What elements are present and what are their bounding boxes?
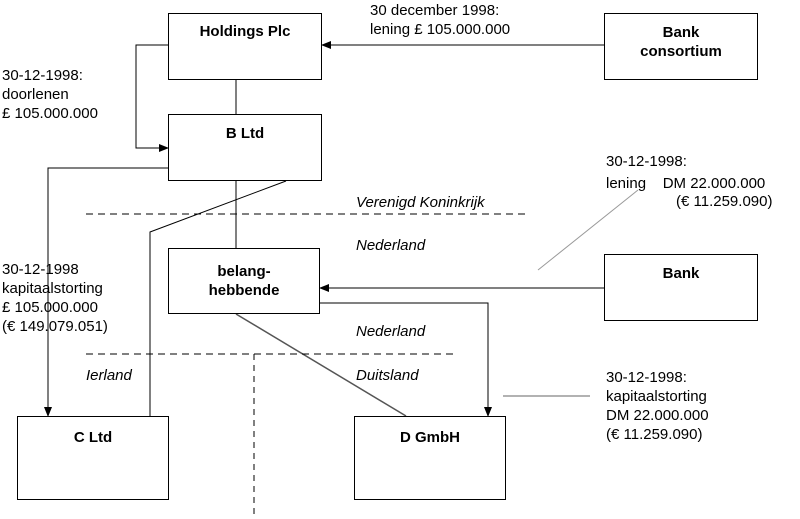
region-uk-label: Verenigd Koninkrijk (356, 194, 485, 211)
c-ltd-box: C Ltd (17, 416, 169, 500)
capital-contribution-d-label: 30-12-1998: kapitaalstorting DM 22.000.0… (606, 369, 709, 443)
arrow-holdings-to-bltd (135, 44, 169, 152)
capital-contribution-c-label: 30-12-1998 kapitaalstorting £ 105.000.00… (2, 261, 108, 335)
loan-date-label: 30 december 1998: (370, 2, 500, 19)
ownership-bltd-cltd (149, 180, 287, 416)
arrow-bltd-to-cltd (44, 167, 168, 417)
region-ireland-label: Ierland (86, 367, 132, 384)
region-nl-upper-label: Nederland (356, 237, 426, 254)
loan-amount-label: lening £ 105.000.000 (370, 21, 511, 38)
arrow-belanghebbende-to-dgmbh (320, 302, 492, 417)
ownership-belanghebbende-dgmbh (235, 313, 407, 417)
bank-box: Bank (604, 254, 758, 321)
bank-loan-date-label: 30-12-1998: (606, 153, 687, 170)
region-nl-lower-label: Nederland (356, 323, 426, 340)
b-ltd-box: B Ltd (168, 114, 322, 181)
holdings-plc-box: Holdings Plc (168, 13, 322, 80)
belanghebbende-box: belang- hebbende (168, 248, 320, 314)
d-gmbh-box: D GmbH (354, 416, 506, 500)
region-germany-label: Duitsland (356, 367, 419, 384)
bank-loan-euro-label: (€ 11.259.090) (676, 193, 773, 210)
bank-consortium-box: Bank consortium (604, 13, 758, 80)
bank-loan-amount-label: lening DM 22.000.000 (606, 175, 766, 192)
pointer-bank-loan (537, 189, 639, 271)
onlend-label: 30-12-1998: doorlenen £ 105.000.000 (2, 67, 98, 122)
